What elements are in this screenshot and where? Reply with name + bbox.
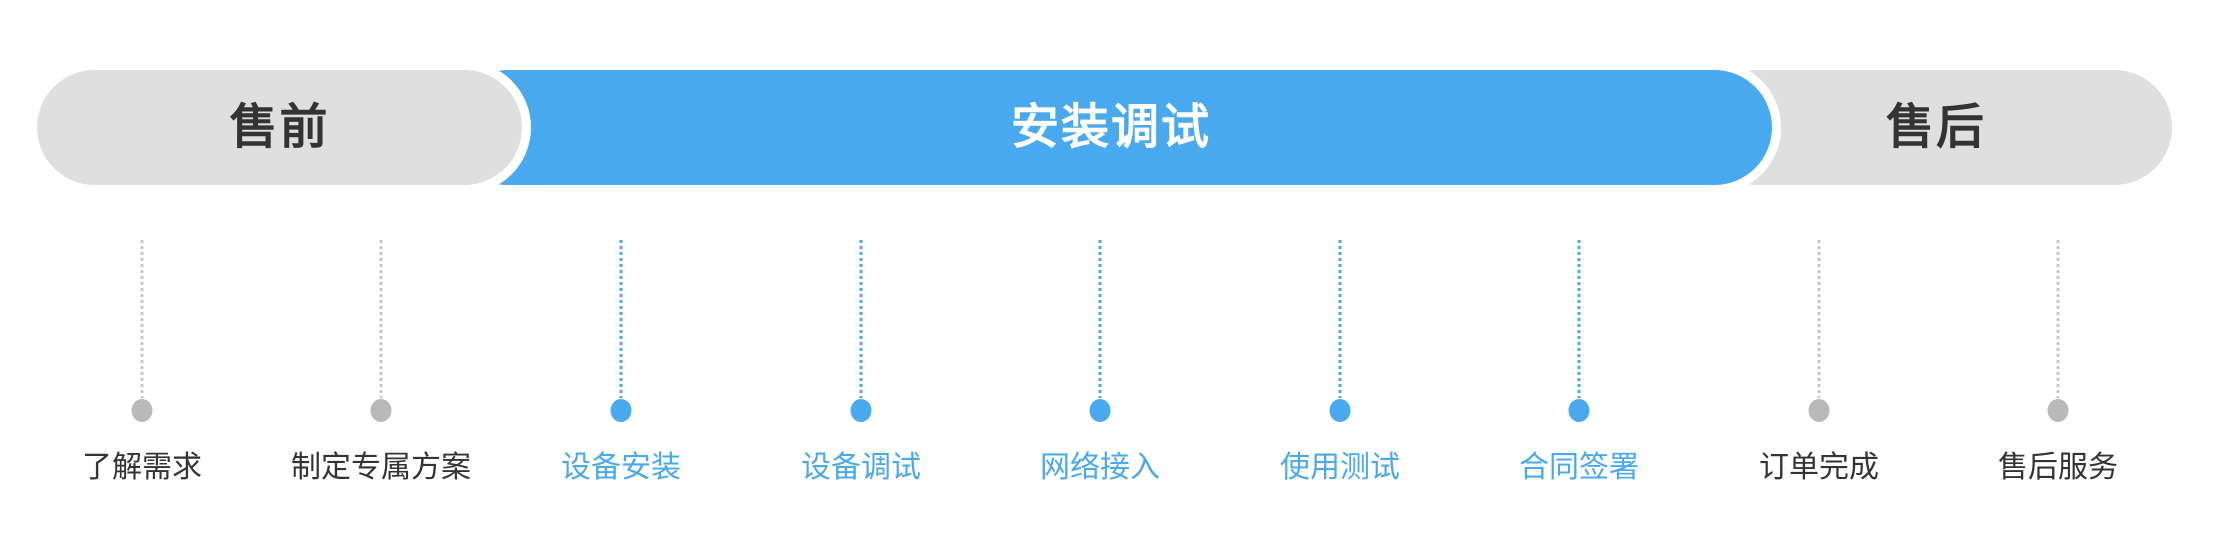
step-item-aftersales-service: 售后服务 bbox=[1938, 0, 2178, 560]
step-dot bbox=[1808, 399, 1830, 422]
step-connector-line bbox=[2056, 240, 2060, 398]
step-connector-line bbox=[1338, 240, 1342, 398]
step-dot bbox=[1568, 399, 1590, 422]
step-label: 制定专属方案 bbox=[291, 451, 471, 484]
step-dot bbox=[1089, 399, 1111, 422]
step-item-order-complete: 订单完成 bbox=[1699, 0, 1939, 560]
phase-label-aftersales: 售后 bbox=[1885, 100, 1986, 154]
step-label: 了解需求 bbox=[82, 451, 202, 484]
step-dot bbox=[131, 399, 153, 422]
step-label: 设备安装 bbox=[561, 451, 681, 484]
step-dot bbox=[610, 399, 632, 422]
step-label: 合同签署 bbox=[1519, 451, 1639, 484]
phase-pill-aftersales: 售后 bbox=[1700, 70, 2172, 185]
step-connector-line bbox=[379, 240, 383, 398]
step-item-contract-sign: 合同签署 bbox=[1459, 0, 1699, 560]
step-dot bbox=[2047, 399, 2069, 422]
step-connector-line bbox=[1817, 240, 1821, 398]
step-connector-line bbox=[859, 240, 863, 398]
step-dot bbox=[850, 399, 872, 422]
step-connector-line bbox=[1098, 240, 1102, 398]
step-label: 订单完成 bbox=[1759, 451, 1879, 484]
step-item-usage-test: 使用测试 bbox=[1220, 0, 1460, 560]
step-item-network-access: 网络接入 bbox=[980, 0, 1220, 560]
phase-label-presales: 售前 bbox=[229, 100, 330, 154]
step-dot bbox=[370, 399, 392, 422]
step-label: 售后服务 bbox=[1998, 451, 2118, 484]
step-item-device-debug: 设备调试 bbox=[741, 0, 981, 560]
phase-label-install-debug: 安装调试 bbox=[1010, 100, 1211, 154]
step-label: 设备调试 bbox=[801, 451, 921, 484]
step-item-device-install: 设备安装 bbox=[501, 0, 741, 560]
step-label: 网络接入 bbox=[1040, 451, 1160, 484]
step-connector-line bbox=[619, 240, 623, 398]
step-connector-line bbox=[1577, 240, 1581, 398]
step-dot bbox=[1329, 399, 1351, 422]
step-connector-line bbox=[140, 240, 144, 398]
phase-pill-presales: 售前 bbox=[37, 70, 522, 185]
step-item-custom-plan: 制定专属方案 bbox=[261, 0, 501, 560]
phase-pill-install-debug: 安装调试 bbox=[450, 70, 1772, 185]
step-item-understand-needs: 了解需求 bbox=[22, 0, 262, 560]
step-label: 使用测试 bbox=[1280, 451, 1400, 484]
